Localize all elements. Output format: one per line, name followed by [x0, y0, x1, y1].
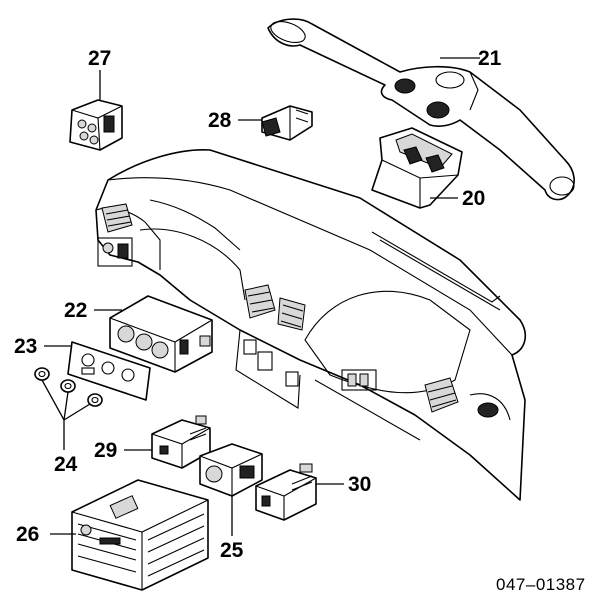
callout-26: 26	[16, 523, 40, 546]
part-23-faceplate	[67, 341, 151, 401]
part-26-audio-unit	[71, 479, 209, 591]
callout-23: 23	[14, 335, 38, 358]
callout-25: 25	[220, 539, 244, 562]
part-28-switch	[261, 105, 313, 141]
part-20-center-vent	[371, 127, 463, 209]
part-30-switch	[255, 463, 317, 521]
callout-28: 28	[208, 109, 232, 132]
callout-30: 30	[348, 473, 372, 496]
callout-27: 27	[88, 47, 112, 70]
part-24-knobs	[34, 367, 103, 407]
part-27-switch	[69, 99, 123, 151]
callout-21: 21	[478, 47, 502, 70]
part-25-switch	[199, 443, 263, 497]
part-22-climate-unit	[109, 295, 213, 373]
part-29-switch	[151, 415, 211, 469]
callout-20: 20	[462, 187, 486, 210]
callout-22: 22	[64, 299, 88, 322]
callout-29: 29	[94, 439, 118, 462]
leader-lines	[41, 57, 480, 536]
instrument-panel	[95, 148, 527, 501]
callout-24: 24	[54, 453, 78, 476]
part-21-air-duct	[267, 18, 575, 201]
diagram-reference-code: 047–01387	[496, 575, 586, 594]
